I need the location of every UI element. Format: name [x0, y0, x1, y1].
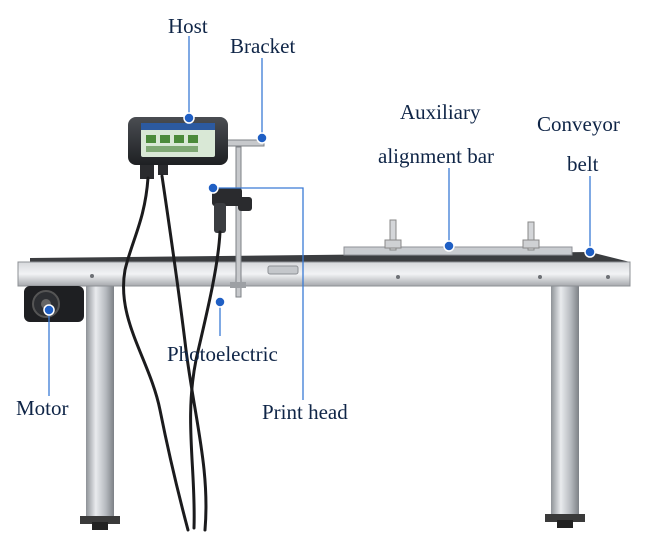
label-conveyor-line1: Conveyor [537, 112, 620, 136]
host-unit [128, 117, 228, 179]
label-bracket: Bracket [230, 34, 296, 58]
label-motor: Motor [16, 396, 69, 420]
bracket [219, 139, 265, 298]
conveyor-legs [80, 286, 585, 530]
label-print-head: Print head [262, 400, 348, 424]
callout-lines [48, 36, 591, 400]
label-auxiliary-line2: alignment bar [378, 144, 495, 168]
conveyor-frame [17, 252, 631, 287]
alignment-bar [343, 219, 573, 256]
print-head [212, 188, 252, 233]
label-photoelectric: Photoelectric [167, 342, 278, 366]
callout-dots [43, 112, 596, 316]
label-host: Host [168, 14, 208, 38]
motor [24, 286, 84, 322]
cables [122, 174, 222, 532]
label-auxiliary-line1: Auxiliary [400, 100, 481, 124]
label-conveyor-line2: belt [567, 152, 599, 176]
